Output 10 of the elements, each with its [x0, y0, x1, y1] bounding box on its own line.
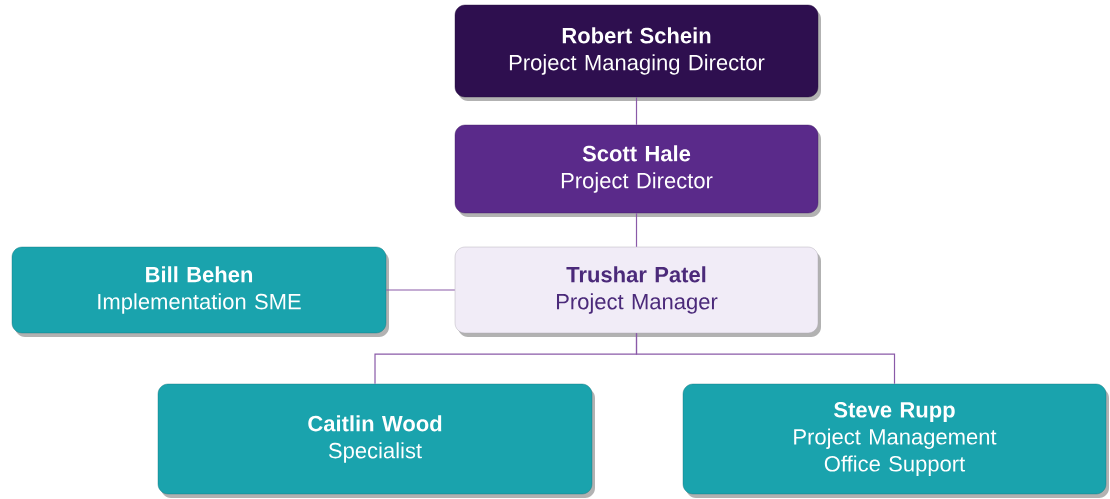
person-box: Trushar Patel Project Manager [454, 246, 819, 334]
person-box: Scott Hale Project Director [454, 124, 819, 214]
person-box: Steve Rupp Project Management Office Support [682, 383, 1107, 495]
connector-line [385, 289, 456, 291]
connector-line [635, 332, 896, 385]
person-box: Caitlin Wood Specialist [157, 383, 593, 495]
connector-line [635, 212, 638, 248]
connector-line [635, 96, 638, 126]
person-box: Robert Schein Project Managing Director [454, 4, 819, 98]
person-box: Bill Behen Implementation SME [11, 246, 387, 334]
